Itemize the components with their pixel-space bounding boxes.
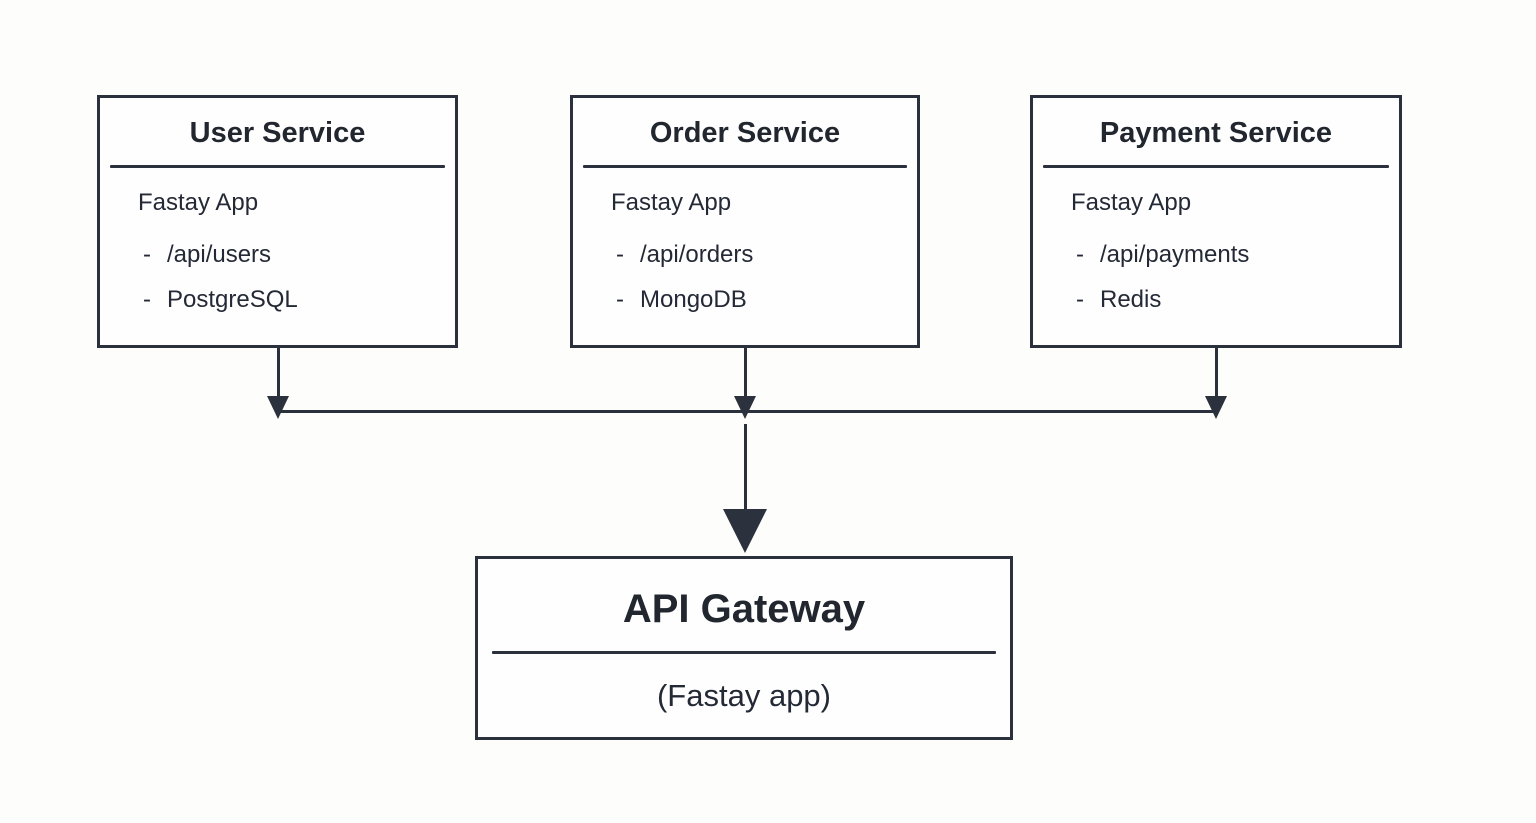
list-item-text: PostgreSQL [167,286,298,313]
list-item: - PostgreSQL [138,285,445,315]
service-title: Payment Service [1099,117,1333,149]
gateway-box: API Gateway (Fastay app) [475,556,1013,740]
service-body: Fastay App - /api/orders - MongoDB [573,168,917,315]
connector-line-user [277,348,280,398]
connector-line-order [744,348,747,398]
connector-line-payment [1215,348,1218,398]
list-item-text: MongoDB [640,286,747,313]
dash-bullet: - [143,286,151,313]
service-box-user: User Service Fastay App - /api/users - P… [97,95,458,348]
service-box-order: Order Service Fastay App - /api/orders -… [570,95,920,348]
dash-bullet: - [143,241,151,268]
service-title: Order Service [649,117,841,149]
service-app-label: Fastay App [1071,189,1192,216]
dash-bullet: - [1076,241,1084,268]
service-app-label: Fastay App [138,189,259,216]
dash-bullet: - [616,286,624,313]
bus-line [278,410,1217,413]
dash-bullet: - [616,241,624,268]
service-box-payment: Payment Service Fastay App - /api/paymen… [1030,95,1402,348]
title-divider [492,651,996,654]
arrow-down-icon-large [723,509,767,553]
arrow-down-icon [734,396,756,419]
title-divider [110,165,445,168]
gateway-subtitle: (Fastay app) [656,678,831,713]
service-body: Fastay App - /api/users - PostgreSQL [100,168,455,315]
service-app-label: Fastay App [611,189,732,216]
arrow-down-icon [267,396,289,419]
list-item-text: /api/orders [640,241,754,268]
list-item-text: /api/payments [1100,241,1250,268]
service-body: Fastay App - /api/payments - Redis [1033,168,1399,315]
gateway-title: API Gateway [622,586,866,631]
title-divider [583,165,907,168]
title-divider [1043,165,1389,168]
arrow-down-icon [1205,396,1227,419]
list-item-text: /api/users [167,241,272,268]
list-item: - /api/payments [1071,240,1389,270]
list-item-text: Redis [1100,286,1162,313]
list-item: - /api/orders [611,240,907,270]
list-item: - Redis [1071,285,1389,315]
service-title: User Service [189,117,366,149]
list-item: - /api/users [138,240,445,270]
list-item: - MongoDB [611,285,907,315]
connector-line-gateway [744,424,747,512]
dash-bullet: - [1076,286,1084,313]
